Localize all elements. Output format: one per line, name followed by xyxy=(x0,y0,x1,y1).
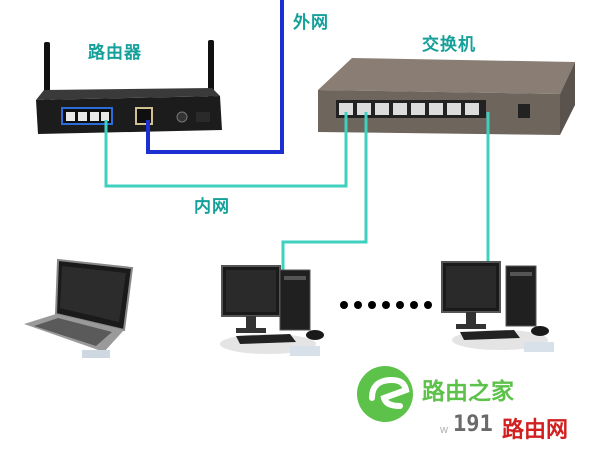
switch-device xyxy=(318,58,575,135)
watermark-logo-icon xyxy=(357,366,413,422)
switch-ports xyxy=(336,100,486,118)
lan-label: 内网 xyxy=(194,197,230,217)
router-lan-ports xyxy=(61,107,113,125)
pc1-keyboard xyxy=(236,334,296,344)
desktop-pc-2 xyxy=(441,261,554,352)
wan-label: 外网 xyxy=(293,13,329,33)
switch-label: 交换机 xyxy=(422,35,476,55)
lan-cable-router-switch xyxy=(104,112,348,188)
switch-power-jack xyxy=(518,104,530,118)
laptop-device xyxy=(24,258,134,358)
switch-top xyxy=(318,58,575,94)
watermark-site-prefix: w xyxy=(440,424,448,436)
router-antenna-left xyxy=(44,42,50,102)
more-devices-dots xyxy=(340,301,432,309)
pc2-mouse xyxy=(531,326,549,336)
watermark-site-number: 191 xyxy=(453,412,493,437)
watermark-site-name: 路由网 xyxy=(502,418,569,443)
router-label: 路由器 xyxy=(88,43,142,63)
desktop-pc-1 xyxy=(220,265,324,356)
pc2-keyboard xyxy=(460,330,520,340)
router-power-jack xyxy=(176,111,188,123)
router-antenna-right xyxy=(208,40,214,104)
pc1-mouse xyxy=(306,330,324,340)
wan-cable xyxy=(146,0,284,154)
lan-cable-switch-pc1 xyxy=(281,112,368,272)
watermark-brand: 路由之家 xyxy=(422,379,514,405)
